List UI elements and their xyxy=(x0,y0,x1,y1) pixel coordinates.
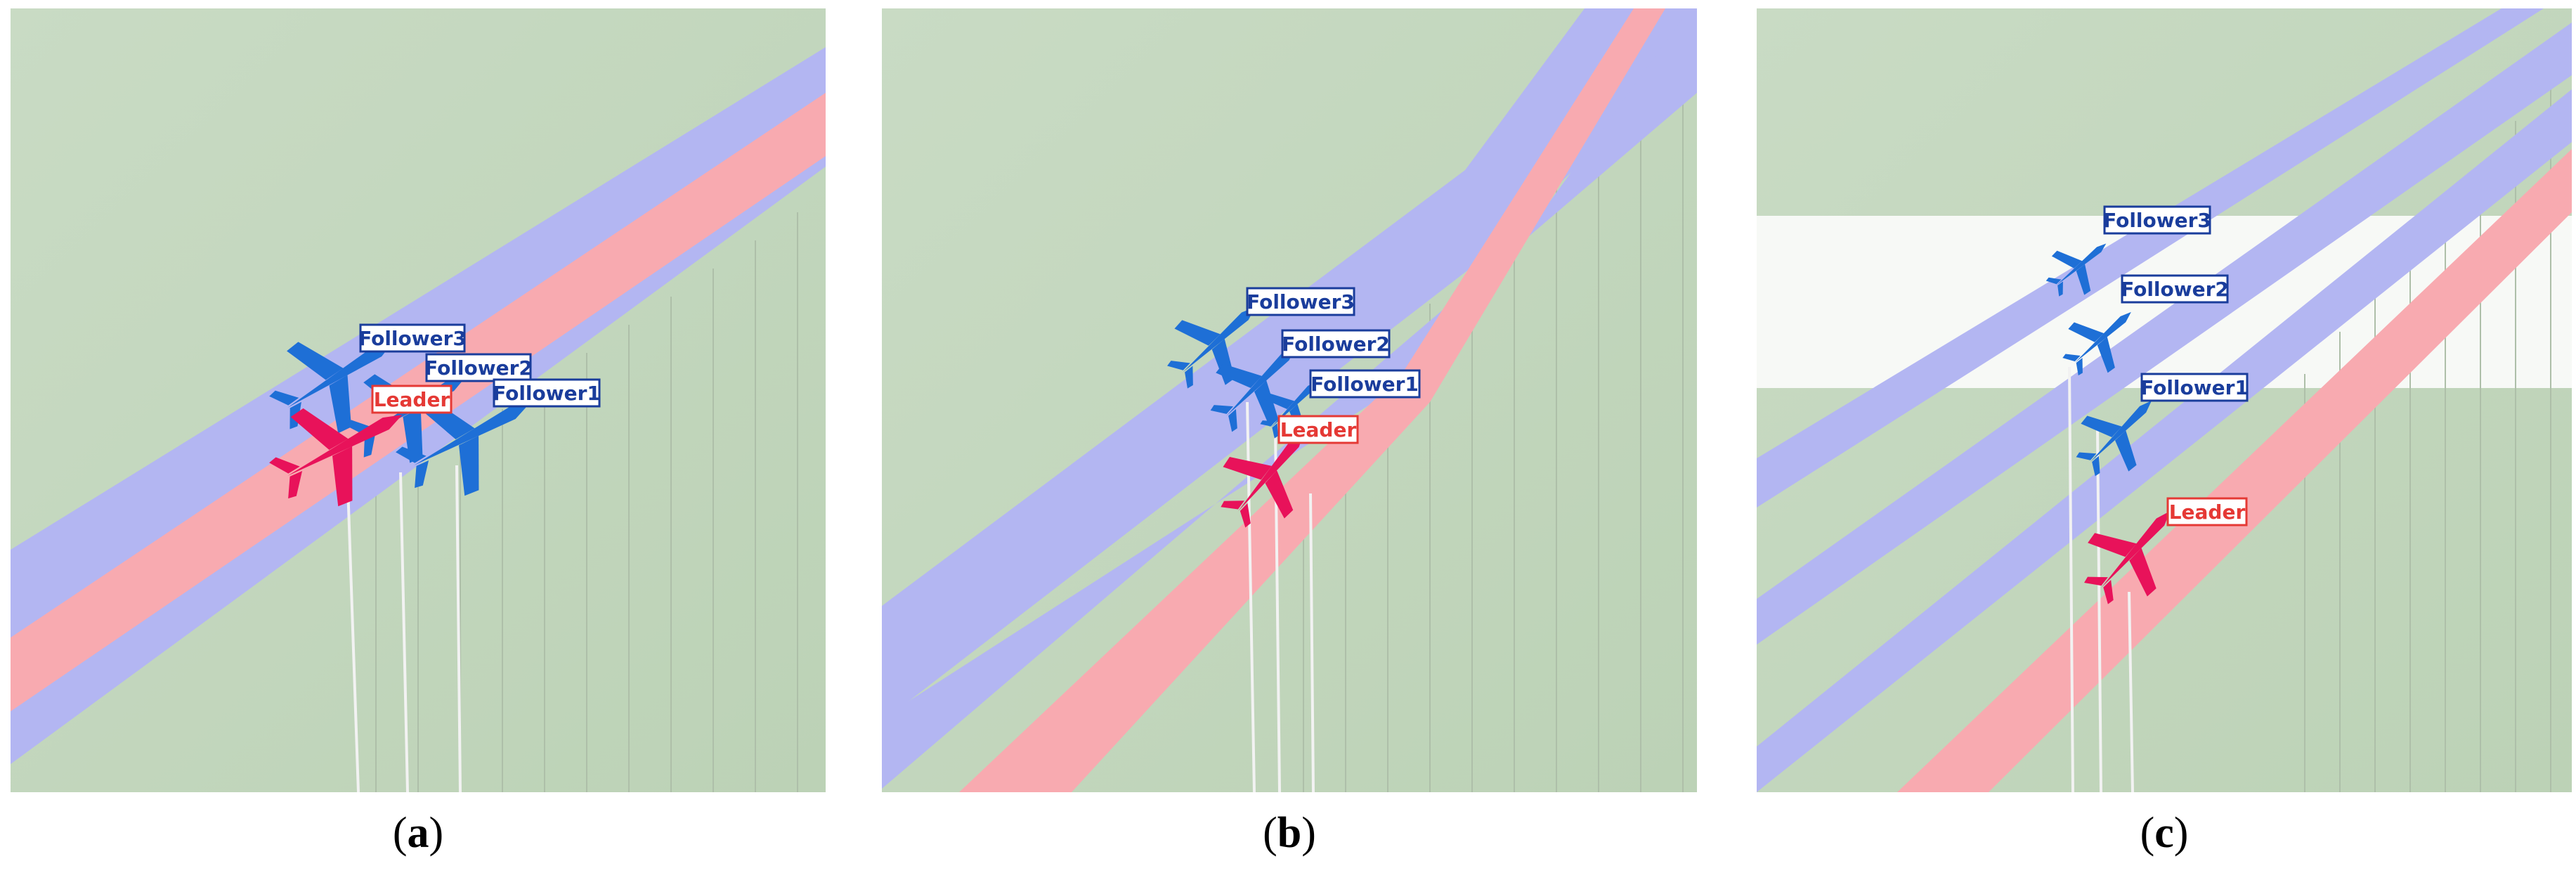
leader-label-box-c: Leader xyxy=(2166,497,2248,527)
follower1-label-box-c: Follower1 xyxy=(2140,373,2249,402)
leader-trail-band-c xyxy=(1897,149,2572,792)
scene-panel-b: Follower3 Follower2 Follower1 Leader xyxy=(882,8,1697,792)
follower3-trail-band-c xyxy=(1757,8,2544,508)
altitude-lines-b xyxy=(1303,8,1684,792)
follower-trail-band-outer-b xyxy=(882,8,1697,722)
caption-a: (a) xyxy=(392,809,444,857)
scene-panel-c: Follower3 Follower2 Follower1 Leader xyxy=(1757,8,2572,792)
follower2-label-b: Follower2 xyxy=(1282,332,1390,356)
follower1-label-box-a: Follower1 xyxy=(493,378,601,408)
follower-trail-band-inner-b xyxy=(882,8,1697,789)
leader-label-c: Leader xyxy=(2169,500,2246,524)
caption-letter-b: b xyxy=(1277,809,1302,857)
drop-lines-c xyxy=(2068,366,2134,792)
follower1-label-box-b: Follower1 xyxy=(1309,369,1421,399)
follower2-label-a: Follower2 xyxy=(424,356,533,380)
leader-label-b: Leader xyxy=(1280,418,1357,441)
caption-letter-c: c xyxy=(2154,809,2174,857)
drop-lines-a xyxy=(346,465,462,792)
leader-trail-band-b xyxy=(959,8,1665,792)
follower2-label-box-a: Follower2 xyxy=(424,353,533,382)
follower3-label-box-a: Follower3 xyxy=(358,323,467,353)
follower2-label-box-c: Follower2 xyxy=(2121,274,2229,304)
caption-letter-a: a xyxy=(407,809,429,857)
follower1-label-c: Follower1 xyxy=(2140,376,2249,399)
follower1-label-a: Follower1 xyxy=(493,382,601,405)
altitude-lines-a xyxy=(375,212,798,792)
follower2-label-box-b: Follower2 xyxy=(1281,329,1391,358)
scene-a: Follower3 Follower2 Leader Follower1 xyxy=(11,8,826,792)
scene-c: Follower3 Follower2 Follower1 Leader xyxy=(1757,8,2572,792)
follower3-label-b: Follower3 xyxy=(1247,290,1355,314)
leader-label-a: Leader xyxy=(374,388,450,411)
scene-b: Follower3 Follower2 Follower1 Leader xyxy=(882,8,1697,792)
follower3-label-box-c: Follower3 xyxy=(2103,205,2211,235)
follower1-trail-band-c xyxy=(1757,89,2572,792)
follower2-label-c: Follower2 xyxy=(2121,278,2229,301)
caption-b: (b) xyxy=(1263,809,1316,857)
scene-panel-a: Follower3 Follower2 Leader Follower1 xyxy=(11,8,826,792)
leader-label-box-b: Leader xyxy=(1277,415,1359,444)
leader-label-box-a: Leader xyxy=(371,385,453,414)
follower1-label-b: Follower1 xyxy=(1310,373,1419,396)
follower3-label-a: Follower3 xyxy=(358,327,467,350)
follower2-trail-band-c xyxy=(1757,22,2572,645)
follower3-label-box-b: Follower3 xyxy=(1246,287,1355,316)
follower3-label-c: Follower3 xyxy=(2103,209,2211,232)
caption-c: (c) xyxy=(2140,809,2189,857)
